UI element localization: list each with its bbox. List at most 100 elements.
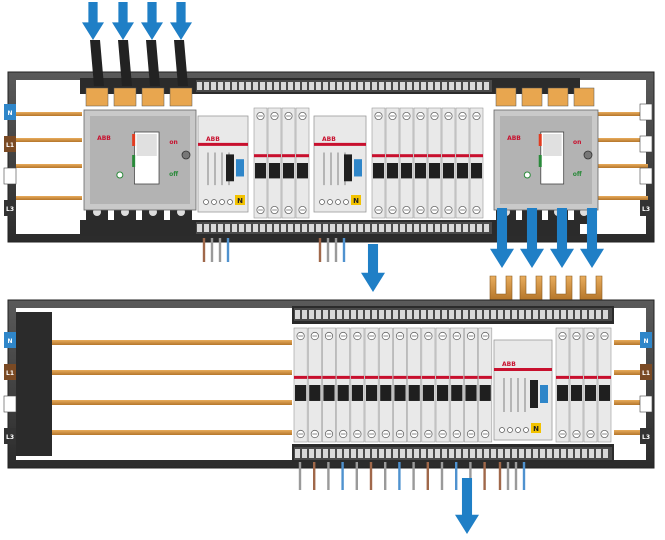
- mcb-bottom: [307, 327, 322, 443]
- terminal-tooth: [344, 224, 349, 232]
- terminal-tooth: [309, 224, 314, 232]
- terminal-tooth: [393, 449, 398, 458]
- toggle-lever: [437, 385, 449, 401]
- terminal-screw-icon: [335, 199, 341, 205]
- toggle-lever: [309, 385, 321, 401]
- terminal-tooth: [554, 449, 559, 458]
- terminal-tooth: [526, 449, 531, 458]
- terminal-tooth: [372, 82, 377, 90]
- phase-tag-label: N: [7, 338, 12, 345]
- terminal-tooth: [449, 310, 454, 319]
- terminal-tooth: [281, 224, 286, 232]
- toggle-lever: [394, 385, 406, 401]
- terminal-tooth: [477, 82, 482, 90]
- mcb-top-group2: [385, 107, 400, 219]
- terminal-tooth: [575, 310, 580, 319]
- mcb-bottom-right: [597, 327, 612, 443]
- terminal-tooth: [372, 224, 377, 232]
- mcb-bottom: [336, 327, 351, 443]
- toggle-lever: [599, 385, 610, 401]
- red-stripe: [421, 375, 435, 379]
- terminal-tooth: [603, 449, 608, 458]
- bottom-terminal-strip-upper: [294, 308, 612, 321]
- terminal-screw-icon: [219, 199, 225, 205]
- toggle-lever: [401, 163, 412, 179]
- terminal-tooth: [302, 224, 307, 232]
- terminal-tooth: [260, 224, 265, 232]
- terminal-tooth: [365, 224, 370, 232]
- mcb-bottom: [478, 327, 493, 443]
- toggle-lever: [373, 163, 384, 179]
- terminal-tooth: [246, 82, 251, 90]
- terminal-tooth: [379, 224, 384, 232]
- terminal-tooth: [421, 449, 426, 458]
- terminal-tooth: [533, 449, 538, 458]
- terminal-tooth: [330, 224, 335, 232]
- red-stripe: [478, 375, 492, 379]
- busbar-right: [596, 164, 648, 168]
- terminal-tooth: [400, 449, 405, 458]
- toggle-lever: [380, 385, 392, 401]
- terminal-tooth: [477, 224, 482, 232]
- terminal-tooth: [288, 224, 293, 232]
- terminal-tooth: [491, 449, 496, 458]
- terminal-tooth: [246, 224, 251, 232]
- terminal-tooth: [204, 224, 209, 232]
- terminal-tooth: [435, 310, 440, 319]
- mcb-bottom: [464, 327, 478, 443]
- terminal-tooth: [554, 310, 559, 319]
- mcb-bottom: [378, 327, 393, 443]
- toggle-lever: [295, 385, 307, 401]
- incoming-cable: [90, 40, 104, 86]
- incoming-arrow: [170, 2, 192, 40]
- phase-tag: [640, 364, 652, 380]
- terminal-tooth: [435, 82, 440, 90]
- toggle-lever: [443, 163, 454, 179]
- busbar-left: [16, 112, 82, 116]
- terminal-tooth: [274, 82, 279, 90]
- terminal-tooth: [491, 310, 496, 319]
- busbar-long: [16, 430, 292, 435]
- top-terminal-strip-upper: [196, 80, 492, 92]
- terminal-tooth: [218, 82, 223, 90]
- busbar-right: [614, 340, 650, 345]
- mccb-screw-icon: [583, 150, 593, 160]
- mccb-off-label: off: [169, 171, 178, 178]
- phase-tag: [4, 200, 16, 216]
- terminal-tooth: [344, 310, 349, 319]
- mcb-bottom: [293, 327, 308, 443]
- phase-tag-label: L3: [642, 434, 650, 441]
- terminal-tooth: [197, 82, 202, 90]
- red-stripe: [350, 375, 364, 379]
- arrow-shape: [112, 2, 134, 40]
- rcd2-wires: [318, 238, 346, 262]
- terminal-tooth: [456, 224, 461, 232]
- terminal-tooth: [309, 310, 314, 319]
- busbar-right: [596, 138, 648, 142]
- bottom-terminal-strip-lower: [294, 447, 612, 460]
- terminal-tooth: [386, 224, 391, 232]
- terminal-tooth: [484, 449, 489, 458]
- terminal-tooth: [470, 310, 475, 319]
- terminal-tooth: [365, 82, 370, 90]
- outgoing-arrow: [580, 208, 604, 268]
- terminal-tooth: [456, 82, 461, 90]
- terminal-tooth: [267, 224, 272, 232]
- toggle-lever: [297, 163, 308, 179]
- toggle-lever: [269, 163, 280, 179]
- red-stripe: [442, 154, 455, 158]
- mcb-bottom: [393, 327, 407, 443]
- terminal-tooth: [428, 224, 433, 232]
- on-indicator: [132, 134, 136, 146]
- terminal-tooth: [400, 310, 405, 319]
- terminal-tooth: [323, 449, 328, 458]
- red-stripe: [393, 375, 407, 379]
- toggle-lever: [415, 163, 426, 179]
- mcb-top-group1: [295, 107, 310, 219]
- phase-tag-blank: [3, 167, 17, 185]
- mcb-bottom-right: [569, 327, 584, 443]
- down-arrow-bottom: [455, 478, 479, 534]
- terminal-tooth: [414, 224, 419, 232]
- mccb-handle: [136, 134, 157, 156]
